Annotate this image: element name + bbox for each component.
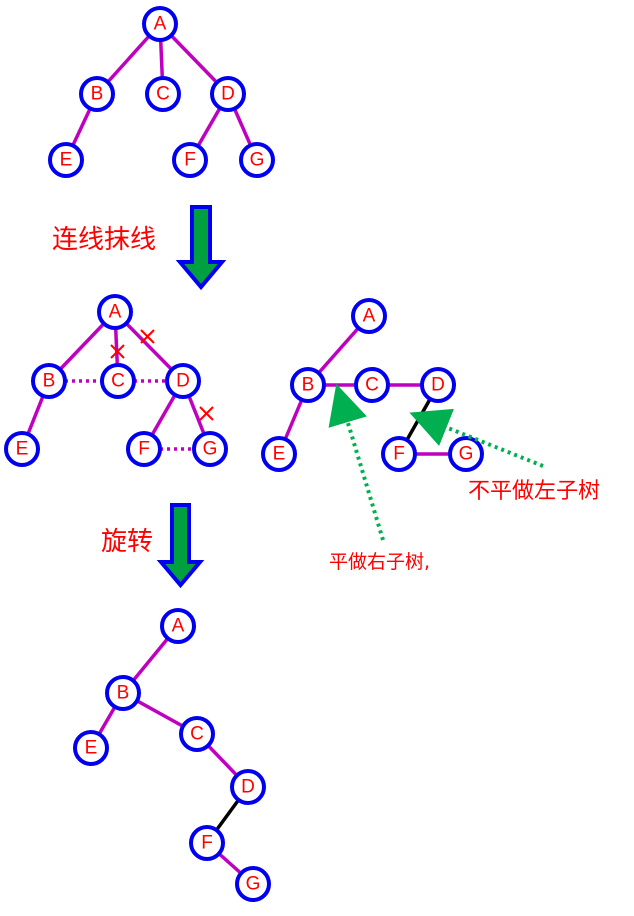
node-f: F — [381, 436, 417, 472]
node-b: B — [290, 367, 326, 403]
node-label: B — [91, 84, 104, 105]
node-label: D — [431, 375, 445, 396]
node-g: G — [448, 436, 484, 472]
node-label: B — [43, 371, 56, 392]
node-label: F — [393, 444, 405, 465]
down-arrow-icon — [175, 205, 227, 291]
node-label: B — [117, 683, 130, 704]
node-d: D — [165, 363, 201, 399]
node-label: A — [109, 302, 122, 323]
tree-binary: A B C D E F G — [73, 608, 271, 902]
node-label: G — [246, 874, 261, 895]
node-g: G — [239, 142, 275, 178]
node-c: C — [145, 76, 181, 112]
node-c: C — [179, 716, 215, 752]
node-f: F — [126, 431, 162, 467]
node-label: A — [154, 14, 167, 35]
node-e: E — [73, 730, 109, 766]
node-label: F — [201, 833, 213, 854]
node-label: F — [184, 150, 196, 171]
node-label: G — [250, 150, 265, 171]
node-label: A — [363, 306, 376, 327]
node-label: E — [273, 444, 286, 465]
note-right-subtree: 平做右子树, — [329, 551, 430, 573]
node-label: E — [85, 738, 98, 759]
node-d: D — [420, 367, 456, 403]
cross-mark-icon — [110, 344, 125, 359]
cross-mark-icon — [140, 329, 155, 344]
node-b: B — [105, 675, 141, 711]
node-f: F — [189, 825, 225, 861]
node-e: E — [48, 142, 84, 178]
node-a: A — [351, 298, 387, 334]
node-g: G — [192, 431, 228, 467]
node-e: E — [4, 431, 40, 467]
tree-flattened: A B C D E F G 不平做左子树 平做右子树, — [261, 298, 600, 573]
node-label: C — [365, 375, 379, 396]
note-left-subtree: 不平做左子树 — [468, 479, 600, 504]
node-label: B — [302, 375, 315, 396]
node-label: D — [221, 84, 235, 105]
node-a: A — [142, 6, 178, 42]
node-c: C — [100, 363, 136, 399]
note-arrow-icon — [328, 383, 385, 541]
down-arrow-icon — [156, 503, 205, 589]
node-label: C — [111, 371, 125, 392]
node-label: F — [138, 439, 150, 460]
node-label: C — [190, 724, 204, 745]
node-a: A — [160, 608, 196, 644]
tree-connected: A B C D E F G — [4, 294, 228, 467]
cross-mark-icon — [199, 406, 214, 421]
node-b: B — [79, 76, 115, 112]
node-b: B — [31, 363, 67, 399]
node-f: F — [172, 142, 208, 178]
note-arrow-icon — [409, 408, 544, 468]
node-g: G — [235, 866, 271, 902]
node-label: G — [459, 444, 474, 465]
node-a: A — [97, 294, 133, 330]
node-label: D — [176, 371, 190, 392]
node-label: E — [60, 150, 73, 171]
node-d: D — [210, 76, 246, 112]
node-label: C — [156, 84, 170, 105]
node-label: E — [16, 439, 29, 460]
node-label: D — [241, 777, 255, 798]
node-e: E — [261, 436, 297, 472]
node-label: G — [203, 439, 218, 460]
node-label: A — [172, 616, 185, 637]
node-d: D — [230, 769, 266, 805]
step-label-rotate: 旋转 — [101, 527, 153, 557]
tree-original: A B C D E F G — [48, 6, 275, 178]
node-c: C — [354, 367, 390, 403]
step-label-connect-erase: 连线抹线 — [52, 225, 156, 255]
